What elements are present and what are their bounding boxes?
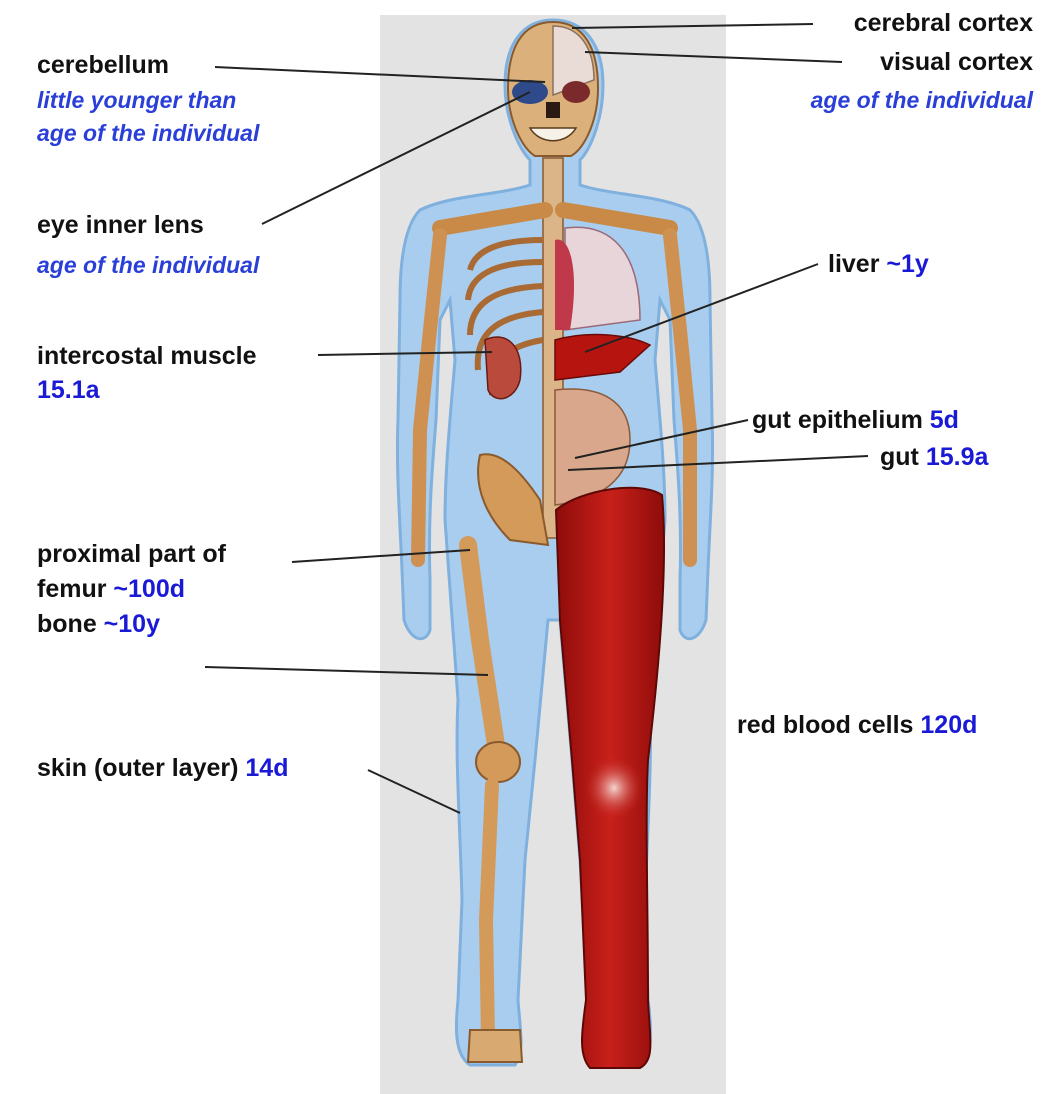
gut-value: 15.9a (926, 443, 989, 471)
nose (546, 102, 560, 118)
bone-text: bone (37, 610, 97, 638)
foot-bones (468, 1030, 522, 1062)
label-liver: liver ~1y (828, 249, 929, 280)
rbc-text: red blood cells (737, 711, 913, 739)
label-femur: femur ~100d (37, 574, 185, 605)
label-femur-line1: proximal part of (37, 539, 226, 570)
gut-epithelium-value: 5d (930, 406, 959, 434)
intercostal-value-row: 15.1a (37, 375, 100, 406)
bone-value: ~10y (104, 610, 160, 638)
skin-value: 14d (245, 754, 288, 782)
label-eye-lens: eye inner lens (37, 210, 204, 241)
label-cerebellum: cerebellum (37, 50, 169, 81)
label-skin: skin (outer layer) 14d (37, 753, 289, 784)
eye-lens-text: eye inner lens (37, 211, 204, 239)
rbc-value: 120d (920, 711, 977, 739)
label-gut: gut 15.9a (880, 442, 988, 473)
label-gut-epithelium: gut epithelium 5d (752, 405, 959, 436)
visual-cortex-text: visual cortex (880, 48, 1033, 76)
intercostal-value: 15.1a (37, 376, 100, 404)
liver-text: liver (828, 250, 879, 278)
knee (476, 742, 520, 782)
liver-value: ~1y (886, 250, 928, 278)
visual-cortex-note: age of the individual (811, 85, 1033, 116)
label-intercostal: intercostal muscle (37, 341, 257, 372)
femur-text: femur (37, 575, 106, 603)
cerebellum-note-line1: little younger than (37, 85, 236, 116)
femur-value: ~100d (113, 575, 185, 603)
intercostal-muscle-region (485, 337, 521, 399)
eye-lens-note: age of the individual (37, 250, 259, 281)
skin-text: skin (outer layer) (37, 754, 238, 782)
eye-right (562, 81, 590, 103)
label-cerebral-cortex: cerebral cortex (854, 8, 1033, 39)
tibia-bone (486, 785, 492, 1040)
intercostal-text: intercostal muscle (37, 342, 257, 370)
gut-epithelium-text: gut epithelium (752, 406, 923, 434)
cerebral-cortex-text: cerebral cortex (854, 9, 1033, 37)
label-visual-cortex: visual cortex (880, 47, 1033, 78)
gut-text: gut (880, 443, 919, 471)
femur-line1-text: proximal part of (37, 540, 226, 568)
label-rbc: red blood cells 120d (737, 710, 977, 741)
cerebellum-note-line2: age of the individual (37, 118, 259, 149)
knee-highlight (584, 756, 644, 820)
label-bone: bone ~10y (37, 609, 160, 640)
cerebellum-text: cerebellum (37, 51, 169, 79)
